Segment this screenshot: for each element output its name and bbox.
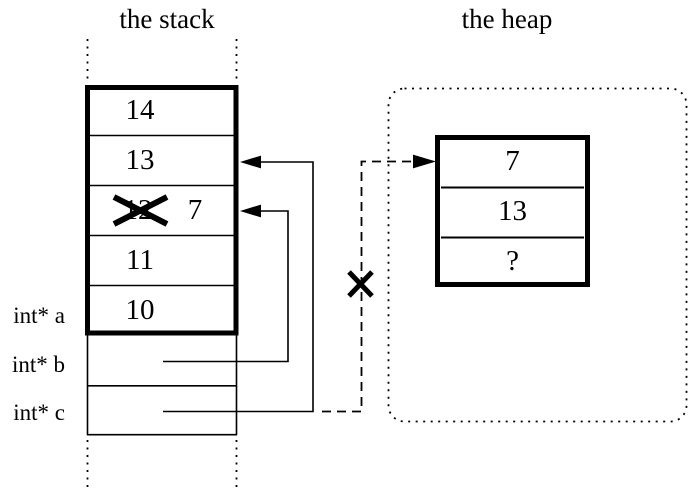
pointer-b-arrowhead-left-icon — [240, 204, 261, 218]
pointer-b-arrow — [163, 204, 289, 363]
heap-block-box — [435, 135, 590, 287]
dangling-pointer-dashed-arrow — [322, 154, 436, 413]
heap-arrowhead-right-icon — [413, 154, 436, 169]
pointer-b-line — [163, 210, 289, 363]
pointer-label-a: int* a — [13, 303, 65, 328]
stack-cell-value: 11 — [126, 244, 154, 276]
heap-cell-dividers — [441, 186, 584, 239]
stack-frame-box — [85, 85, 239, 336]
pointer-c-arrowhead-left-icon — [240, 155, 261, 169]
dangling-pointer-dashed-line — [322, 160, 412, 413]
stack-column-dotted-guides — [86, 39, 238, 488]
pointer-c-arrow — [163, 155, 314, 413]
stack-cell-old-value-crossed: 12 — [123, 194, 153, 226]
stack-cell-value: 13 — [125, 144, 155, 176]
stack-cell-dividers — [90, 134, 234, 287]
stack-pointer-rows-box — [86, 335, 238, 436]
heap-region-dotted-outline — [387, 87, 688, 423]
stack-title: the stack — [119, 4, 215, 34]
stack-cell-value: 10 — [125, 294, 155, 326]
heap-title: the heap — [461, 4, 553, 34]
x-stroke — [112, 194, 169, 227]
x-stroke — [347, 270, 374, 298]
heap-cell-value: 7 — [505, 145, 520, 177]
heap-cell-value: ? — [506, 245, 519, 277]
invalid-pointer-x-icon — [347, 270, 374, 298]
pointer-c-line — [163, 161, 314, 413]
crossed-out-value-x-icon — [112, 194, 169, 227]
heap-cell-value: 13 — [498, 195, 527, 227]
pointer-label-c: int* c — [13, 400, 65, 425]
stack-cell-value: 14 — [125, 94, 155, 126]
stack-cell-new-value: 7 — [187, 194, 203, 226]
pointer-label-b: int* b — [11, 352, 65, 377]
